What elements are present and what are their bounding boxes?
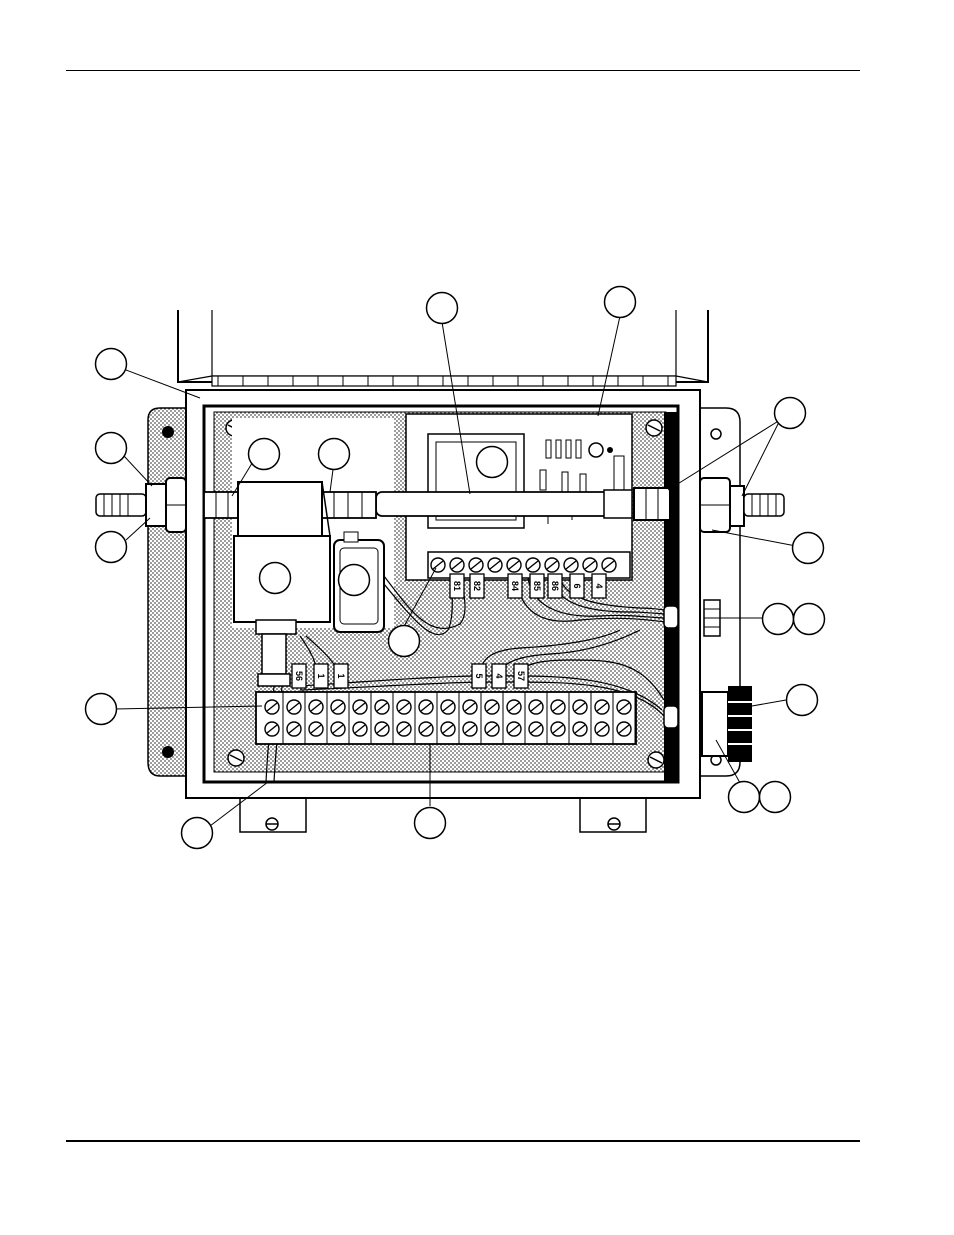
- terminal-screw: [506, 692, 526, 744]
- footer-rule: [66, 1140, 860, 1142]
- board-terminal-screw: [525, 557, 541, 573]
- bottom-mounting-tab: [239, 798, 307, 833]
- enclosure-lid: [177, 310, 709, 387]
- callout-bubble: [94, 347, 128, 381]
- wire-tag: 1: [333, 663, 349, 689]
- wire-tag-label: 82: [472, 581, 482, 591]
- callout-bubble: [94, 431, 128, 465]
- terminal-screw: [528, 692, 548, 744]
- panel-screw: [227, 749, 245, 767]
- flange-hole: [710, 428, 722, 440]
- callout-bubble: [758, 780, 792, 814]
- header-rule: [66, 70, 860, 71]
- callouts: [84, 285, 826, 850]
- right-outlet-fitting: [699, 477, 785, 533]
- terminal-screw: [572, 692, 592, 744]
- wire-tag-label: 57: [516, 671, 526, 681]
- terminal-screw: [616, 692, 636, 744]
- terminal-screw: [352, 692, 372, 744]
- wire-tag: 86: [547, 573, 563, 599]
- terminal-screw: [550, 692, 570, 744]
- wire-tag-label: 84: [510, 581, 520, 591]
- wire-tag-label: 4: [494, 673, 504, 678]
- gas-tube: [203, 487, 671, 521]
- wire-tag: 81: [449, 573, 465, 599]
- wire-tag: 4: [591, 573, 607, 599]
- callout-bubble: [773, 396, 807, 430]
- callout-bubble: [94, 530, 128, 564]
- callout-bubble: [317, 437, 351, 471]
- wire-tag-label: 6: [572, 583, 582, 588]
- board-terminal-screw: [544, 557, 560, 573]
- callout-bubble: [425, 291, 459, 325]
- left-inlet-fitting: [95, 477, 187, 533]
- terminal-screw: [286, 692, 306, 744]
- callout-bubble: [603, 285, 637, 319]
- wire-tag: 5: [471, 663, 487, 689]
- callout-bubble: [792, 602, 826, 636]
- terminal-screw: [418, 692, 438, 744]
- callout-bubble: [387, 624, 421, 658]
- terminal-screw: [308, 692, 328, 744]
- flange-hole: [162, 746, 174, 758]
- wire-tag: 57: [513, 663, 529, 689]
- panel-screw: [647, 751, 665, 769]
- callout-bubble: [791, 531, 825, 565]
- terminal-screw: [594, 692, 614, 744]
- wire-tag: 82: [469, 573, 485, 599]
- callout-bubble: [84, 692, 118, 726]
- wire-tag: 85: [529, 573, 545, 599]
- callout-bubble: [337, 563, 371, 597]
- callout-bubble: [258, 561, 292, 595]
- callout-bubble: [761, 602, 795, 636]
- callout-bubble: [180, 816, 214, 850]
- board-terminal-screw: [449, 557, 465, 573]
- board-terminal-screw: [430, 557, 446, 573]
- board-terminal-screw: [506, 557, 522, 573]
- callout-bubble: [727, 780, 761, 814]
- terminal-screw: [330, 692, 350, 744]
- wire-tag-label: 81: [452, 581, 462, 591]
- terminal-screw: [484, 692, 504, 744]
- callout-bubble: [247, 437, 281, 471]
- main-terminal-strip: [255, 691, 637, 745]
- power-connector: [701, 686, 752, 762]
- terminal-screw: [396, 692, 416, 744]
- wire-tag-label: 85: [532, 581, 542, 591]
- board-terminal-screw: [582, 557, 598, 573]
- bottom-mounting-tab: [579, 798, 647, 833]
- wire-tag-label: 56: [294, 671, 304, 681]
- wire-tag: 1: [313, 663, 329, 689]
- board-terminal-screw: [563, 557, 579, 573]
- terminal-screw: [264, 692, 284, 744]
- main-terminals: [264, 692, 636, 744]
- terminal-screw: [440, 692, 460, 744]
- wire-tag-label: 1: [336, 673, 346, 678]
- wire-tag: 4: [491, 663, 507, 689]
- wire-tag-label: 1: [316, 673, 326, 678]
- board-terminals: [430, 557, 617, 573]
- wire-tag-label: 4: [594, 583, 604, 588]
- wire-tag: 56: [291, 663, 307, 689]
- wire-tag: 84: [507, 573, 523, 599]
- callout-bubble: [475, 445, 509, 479]
- wire-tag-label: 86: [550, 581, 560, 591]
- terminal-screw: [374, 692, 394, 744]
- left-mounting-flange: [147, 407, 187, 777]
- board-terminal-screw: [468, 557, 484, 573]
- wire-tag-label: 5: [474, 673, 484, 678]
- wire-tags: 81 82 84 85 86 6 4 56 1 1 5 4 57: [291, 573, 607, 689]
- callout-bubble: [413, 806, 447, 840]
- panel-screw: [645, 419, 663, 437]
- board-terminal-screw: [601, 557, 617, 573]
- terminal-screw: [462, 692, 482, 744]
- wire-tag: 6: [569, 573, 585, 599]
- board-components: [539, 439, 625, 524]
- flange-hole: [162, 426, 174, 438]
- hinge-knuckles: [217, 376, 669, 386]
- leader-lines: [113, 315, 797, 827]
- board-terminal-screw: [487, 557, 503, 573]
- callout-bubble: [785, 683, 819, 717]
